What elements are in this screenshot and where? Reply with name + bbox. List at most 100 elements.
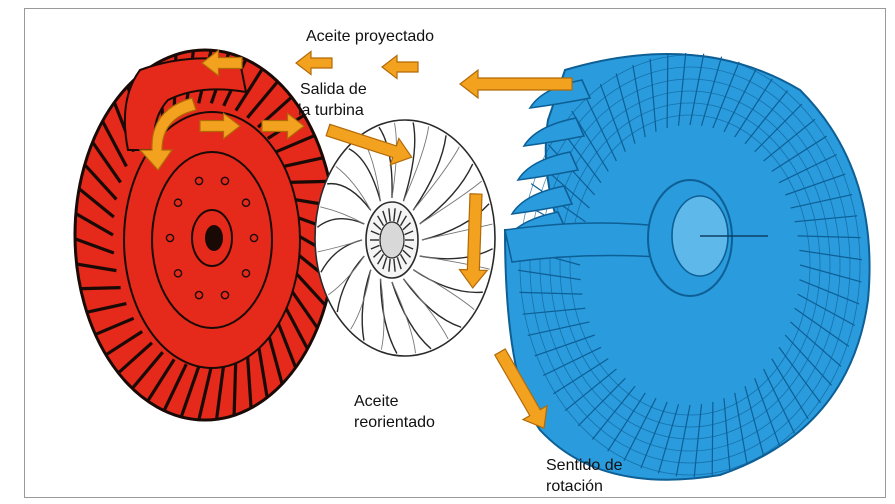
impeller-blade bbox=[161, 363, 188, 414]
pump-vane bbox=[693, 404, 703, 477]
impeller-blade bbox=[288, 286, 321, 331]
impeller-blade bbox=[78, 285, 121, 291]
impeller-blade bbox=[245, 352, 253, 412]
turbine-spline-tooth bbox=[376, 253, 385, 265]
impeller-blade bbox=[283, 155, 326, 168]
pump-vane bbox=[657, 404, 680, 474]
impeller-blade bbox=[84, 302, 127, 315]
flow-arrow-shape bbox=[325, 123, 413, 166]
flow-arrow-shape bbox=[493, 348, 548, 430]
label-sentido-rotacion-line2: rotación bbox=[546, 478, 603, 495]
pump-vane bbox=[711, 401, 714, 476]
turbine-vane bbox=[361, 269, 372, 341]
pump-vane bbox=[763, 368, 796, 434]
turbine-spline-tooth bbox=[370, 244, 380, 250]
pump-ring bbox=[529, 66, 851, 464]
impeller-blade bbox=[256, 342, 270, 401]
turbine-vane bbox=[316, 218, 365, 228]
impeller-blade bbox=[234, 65, 266, 112]
turbine-vane-edge bbox=[380, 278, 385, 350]
pump-vane bbox=[577, 377, 626, 427]
flow-arrow-shape bbox=[199, 112, 241, 140]
turbine-bore bbox=[379, 221, 405, 259]
pump-vane bbox=[754, 378, 781, 447]
pump-vane bbox=[607, 392, 646, 452]
turbine-spline-tooth bbox=[402, 249, 411, 258]
pump-vane bbox=[599, 83, 626, 152]
pump-fin bbox=[522, 117, 586, 148]
turbine-vane-edge bbox=[350, 269, 372, 330]
turbine-spline-tooth bbox=[393, 208, 396, 222]
impeller-blade bbox=[129, 351, 164, 392]
turbine-vane-edge bbox=[412, 146, 460, 211]
label-aceite-proyectado: Aceite proyectado bbox=[306, 28, 435, 45]
impeller-bolt bbox=[220, 176, 230, 186]
pump-vane bbox=[677, 53, 687, 126]
turbine-vane-edge bbox=[391, 281, 416, 354]
turbine-spline-tooth bbox=[393, 258, 396, 272]
turbine-vane bbox=[412, 135, 447, 211]
flow-arrow bbox=[295, 50, 333, 76]
turbine-vane bbox=[419, 163, 474, 225]
impeller-blade bbox=[103, 330, 144, 358]
turbine-vane bbox=[379, 278, 398, 354]
impeller-blade bbox=[81, 161, 118, 201]
pump-vane bbox=[771, 135, 827, 172]
flow-arrow-shape bbox=[458, 193, 489, 289]
flow-arrow-curved bbox=[138, 97, 197, 171]
flow-arrow-shape bbox=[295, 50, 333, 76]
flow-arrows bbox=[138, 49, 573, 430]
impeller-blade bbox=[275, 133, 318, 154]
impeller-blade bbox=[266, 331, 285, 388]
impeller-blade bbox=[196, 366, 213, 420]
pump-vane bbox=[542, 346, 602, 377]
impeller-blade bbox=[75, 262, 117, 273]
pump-blue bbox=[503, 53, 871, 481]
turbine-vane bbox=[336, 255, 365, 313]
pump-vane bbox=[784, 334, 833, 386]
turbine-spline-tooth bbox=[404, 244, 414, 250]
turbine-spline-tooth bbox=[382, 257, 388, 270]
impeller-blade bbox=[178, 366, 201, 420]
impeller-bolt bbox=[165, 233, 175, 243]
impeller-blade bbox=[214, 364, 226, 420]
turbine-vane bbox=[348, 148, 382, 202]
impeller-blade bbox=[232, 359, 238, 419]
pump-fin bbox=[510, 185, 574, 216]
turbine-spline-tooth bbox=[373, 222, 382, 231]
pump-vane bbox=[754, 103, 803, 153]
flow-arrow bbox=[493, 348, 548, 430]
turbine-spline bbox=[370, 208, 414, 272]
turbine-vane bbox=[402, 122, 416, 202]
pump-vane bbox=[666, 54, 669, 129]
turbine-vane bbox=[402, 278, 462, 328]
turbine-spline-tooth bbox=[396, 210, 402, 223]
impeller-blade bbox=[274, 317, 299, 371]
pump-vane bbox=[744, 90, 789, 145]
pump-vane bbox=[689, 53, 705, 126]
flow-arrow-shape bbox=[201, 49, 243, 77]
pump-vane bbox=[723, 68, 757, 133]
pump-vane bbox=[785, 173, 846, 196]
pump-ring bbox=[559, 102, 821, 428]
impeller-bolt bbox=[194, 290, 204, 300]
turbine-vane bbox=[391, 281, 432, 350]
impeller-bolt bbox=[241, 198, 251, 208]
pump-vane bbox=[564, 368, 617, 412]
pump-vane bbox=[734, 78, 773, 138]
turbine-spline-tooth bbox=[373, 249, 382, 258]
pump-vane bbox=[712, 61, 740, 129]
impeller-blade bbox=[92, 316, 135, 337]
pump-vanes bbox=[517, 53, 863, 477]
turbine-vane-edge bbox=[421, 223, 493, 241]
impeller-red bbox=[73, 48, 337, 422]
turbine-spline-tooth bbox=[396, 257, 402, 270]
pump-vane bbox=[640, 401, 668, 469]
impeller-bolt bbox=[194, 176, 204, 186]
pump-vane bbox=[675, 404, 691, 477]
turbine-spline-tooth bbox=[402, 222, 411, 231]
impeller-blade bbox=[289, 179, 332, 185]
pump-ring bbox=[549, 90, 831, 440]
impeller-cutaway bbox=[123, 57, 248, 151]
